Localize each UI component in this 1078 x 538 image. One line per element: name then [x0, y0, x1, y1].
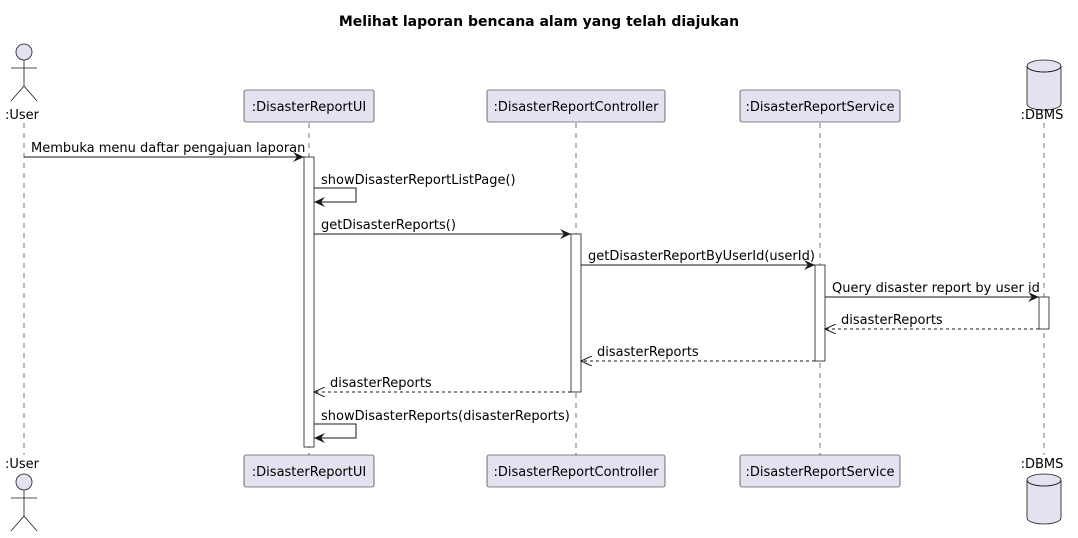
message-label-3: getDisasterReports() [321, 218, 456, 233]
participant-label-service-bottom: :DisasterReportService [745, 465, 894, 480]
participant-box-service-bottom [739, 454, 901, 488]
actor-head [15, 43, 33, 61]
database-dbms-bottom [1026, 473, 1062, 525]
message-arrow-2 [314, 187, 357, 207]
participant-label-user-top: :User [5, 108, 40, 123]
participant-label-controller-top: :DisasterReportController [494, 100, 660, 115]
actor-user-top [10, 43, 38, 102]
actor-leg-right [23, 85, 38, 102]
database-body [1026, 66, 1062, 111]
actor-head [15, 473, 33, 491]
participant-box-ui-bottom [243, 454, 375, 488]
message-label-2: showDisasterReportListPage() [321, 173, 516, 188]
diagram-title: Melihat laporan bencana alam yang telah … [338, 14, 740, 30]
message-label-8: disasterReports [330, 376, 432, 391]
database-body [1026, 480, 1062, 525]
participant-box-ui-top [243, 89, 375, 123]
message-arrow-9 [314, 423, 357, 443]
participant-label-service-top: :DisasterReportService [745, 100, 894, 115]
message-label-9: showDisasterReports(disasterReports) [321, 409, 570, 424]
actor-user-bottom [10, 473, 38, 532]
participant-label-dbms-bottom: :DBMS [1021, 457, 1064, 472]
message-label-1: Membuka menu daftar pengajuan laporan [31, 141, 305, 156]
participant-label-dbms-top: :DBMS [1021, 108, 1064, 123]
participant-label-user-bottom: :User [5, 457, 40, 472]
participant-label-ui-top: :DisasterReportUI [252, 100, 366, 115]
actor-leg-right [23, 515, 38, 532]
participant-box-controller-bottom [486, 454, 666, 488]
activation-bar-controller [570, 233, 582, 393]
message-label-6: disasterReports [841, 313, 943, 328]
activation-bar-ui [303, 156, 315, 448]
participant-box-service-top [739, 89, 901, 123]
activation-bar-service [814, 264, 826, 362]
message-label-7: disasterReports [597, 345, 699, 360]
database-rim [1026, 65, 1062, 73]
database-dbms-top [1026, 59, 1062, 111]
message-label-4: getDisasterReportByUserId(userId) [588, 249, 815, 264]
participant-label-ui-bottom: :DisasterReportUI [252, 465, 366, 480]
actor-leg-left [10, 85, 25, 102]
message-label-5: Query disaster report by user id [832, 281, 1040, 296]
database-rim [1026, 479, 1062, 487]
actor-leg-left [10, 515, 25, 532]
participant-box-controller-top [486, 89, 666, 123]
activation-bar-dbms [1038, 296, 1050, 330]
participant-label-controller-bottom: :DisasterReportController [494, 465, 660, 480]
